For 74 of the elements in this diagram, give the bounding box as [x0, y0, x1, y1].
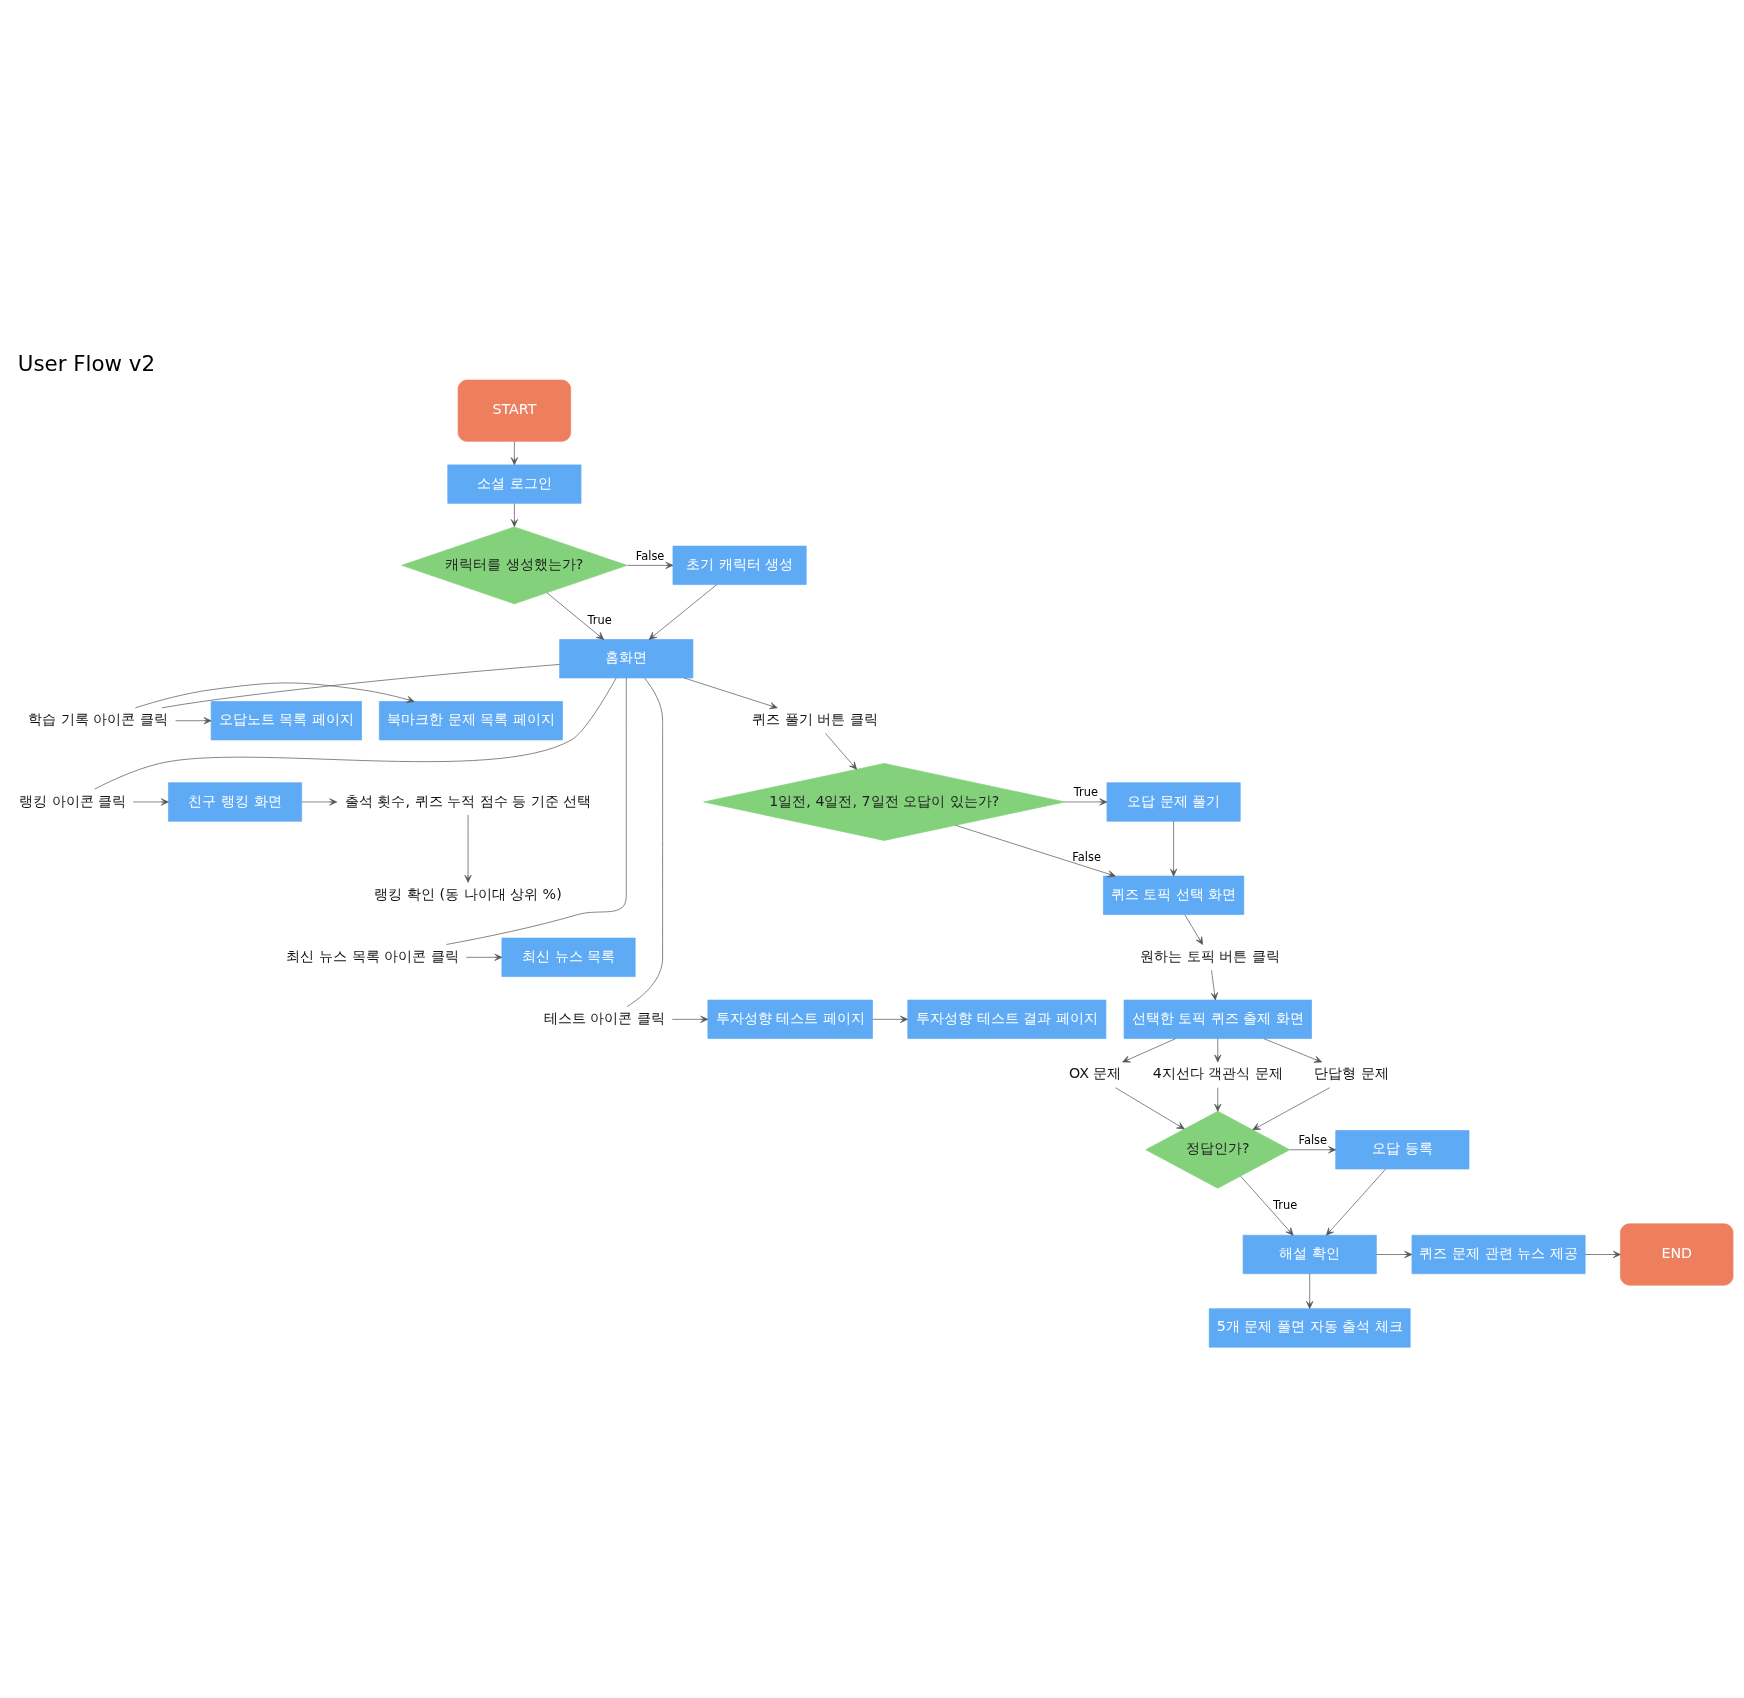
- node-text: 퀴즈 풀기 버튼 클릭: [751, 711, 878, 728]
- edge-label: False: [635, 548, 664, 563]
- arrow: [1210, 969, 1218, 1001]
- node-box: 오답 문제 풀기: [1106, 782, 1241, 822]
- node-text: 원하는 토픽 버튼 클릭: [1139, 947, 1280, 964]
- node-box: END: [1619, 1223, 1733, 1286]
- node-text: 랭킹 아이콘 클릭: [18, 792, 126, 809]
- node-box: 오답 등록: [1334, 1130, 1469, 1170]
- arrow: [132, 798, 169, 806]
- node-box: 소셜 로그인: [446, 464, 581, 504]
- node-box: 최신 뉴스 목록: [501, 937, 636, 977]
- arrow: [1213, 1087, 1221, 1112]
- connector: [626, 677, 663, 1007]
- arrow: [954, 825, 1116, 878]
- arrow: [1114, 1087, 1185, 1130]
- arrow: [300, 798, 337, 806]
- node-box: 투자성향 테스트 페이지: [707, 999, 873, 1039]
- connector: [445, 677, 627, 945]
- arrow: [1584, 1250, 1621, 1259]
- arrow: [1184, 914, 1203, 945]
- node-text: 단답형 문제: [1314, 1065, 1389, 1082]
- node-box: 친구 랭킹 화면: [167, 782, 302, 822]
- node-text: 최신 뉴스 목록 아이콘 클릭: [286, 947, 459, 964]
- arrow: [648, 584, 717, 640]
- node-box: 투자성향 테스트 결과 페이지: [906, 999, 1106, 1039]
- node-box: 퀴즈 문제 관련 뉴스 제공: [1411, 1234, 1585, 1275]
- node-text: 랭킹 확인 (동 나이대 상위 %): [373, 885, 562, 902]
- arrow: [671, 1015, 708, 1023]
- arrow: [1305, 1273, 1313, 1309]
- arrow: [871, 1015, 908, 1023]
- node-box: 5개 문제 풀면 자동 출석 체크: [1208, 1308, 1411, 1348]
- arrow: [1121, 1038, 1176, 1063]
- arrow: [174, 717, 211, 725]
- node-diamond: 캐릭터를 생성했는가?: [400, 526, 627, 605]
- arrow: [546, 592, 604, 640]
- node-diamond: 정답인가?: [1144, 1110, 1290, 1189]
- node-text: 4지선다 객관식 문제: [1152, 1065, 1283, 1082]
- node-text: 학습 기록 아이콘 클릭: [27, 711, 168, 728]
- arrow: [626, 561, 673, 569]
- edge-label: False: [1071, 849, 1101, 864]
- node-box: 북마크한 문제 목록 페이지: [378, 701, 563, 741]
- arrow: [465, 953, 502, 961]
- node-box: 초기 캐릭터 생성: [672, 545, 807, 585]
- arrow: [824, 733, 857, 770]
- edge-label: True: [1073, 785, 1098, 800]
- arrow: [1169, 820, 1177, 877]
- connector: [161, 664, 560, 709]
- arrow: [510, 441, 518, 466]
- arrow: [683, 677, 778, 710]
- arrow: [134, 682, 415, 709]
- arrow: [1325, 1168, 1386, 1236]
- edge-label: True: [586, 613, 612, 628]
- node-text: 출석 횟수, 퀴즈 누적 점수 등 기준 선택: [344, 792, 591, 809]
- arrow: [464, 814, 472, 883]
- node-box: 선택한 토픽 퀴즈 출제 화면: [1123, 999, 1312, 1039]
- node-box: 퀴즈 토픽 선택 화면: [1102, 875, 1244, 915]
- arrow: [1239, 1175, 1293, 1236]
- arrow: [1375, 1250, 1412, 1259]
- arrow: [1213, 1038, 1221, 1063]
- connector: [93, 677, 617, 790]
- node-text: 테스트 아이콘 클릭: [543, 1009, 665, 1026]
- diagram-title: User Flow v2: [17, 350, 155, 376]
- arrow: [510, 503, 518, 527]
- arrow: [1063, 798, 1107, 806]
- edge-label: True: [1272, 1197, 1297, 1212]
- node-box: 오답노트 목록 페이지: [210, 701, 362, 741]
- arrow: [1262, 1038, 1322, 1063]
- arrow: [1251, 1087, 1330, 1131]
- node-box: 해설 확인: [1242, 1234, 1377, 1275]
- arrow: [1289, 1146, 1336, 1154]
- edge-label: False: [1297, 1132, 1327, 1147]
- node-text: OX 문제: [1068, 1065, 1122, 1082]
- node-box: START: [457, 379, 571, 442]
- node-box: 홈화면: [558, 639, 693, 679]
